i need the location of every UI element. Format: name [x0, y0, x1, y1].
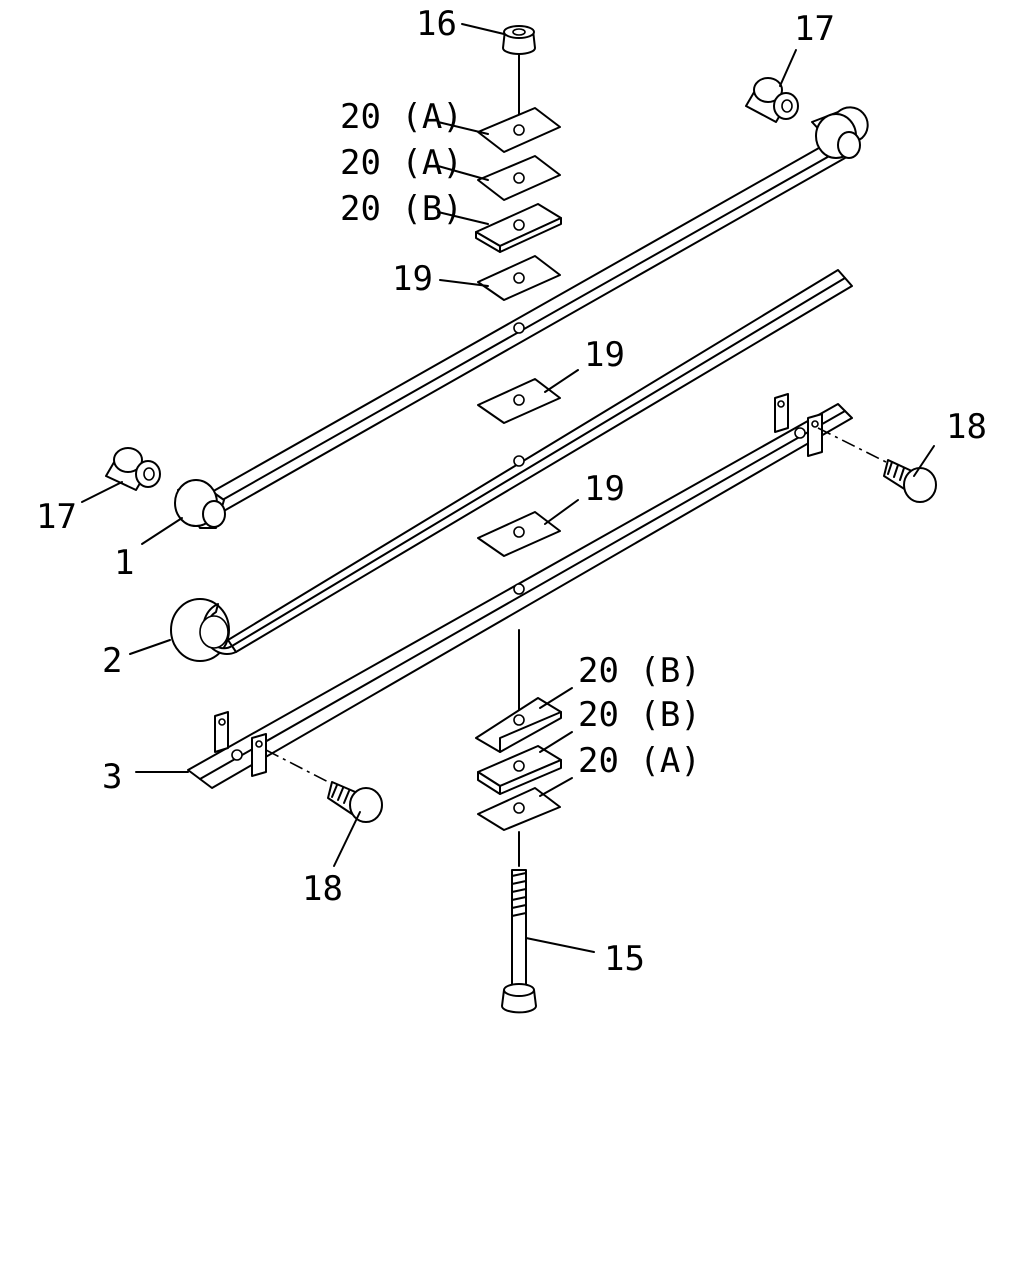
callout-20a-lower: 20 (A): [578, 741, 701, 781]
callout-19-middle: 19: [584, 335, 625, 375]
callout-17-top: 17: [794, 9, 835, 49]
callout-20a-upper-2: 20 (A): [340, 143, 463, 183]
spacer-20a-upper-2: [477, 155, 561, 201]
center-bolt-15: [501, 831, 537, 1014]
leaf-1: [174, 106, 869, 529]
leaf-3-clip-rear: [774, 393, 823, 457]
callout-3: 3: [102, 757, 122, 797]
bushing-17-left: [105, 447, 161, 491]
callout-20b-lower-1: 20 (B): [578, 651, 701, 691]
shim-19-upper: [477, 255, 561, 301]
leaf-3-clip-front: [214, 711, 267, 777]
leaf-1-eye-front: [174, 479, 226, 529]
callout-18-bottom: 18: [302, 869, 343, 909]
leaf-2-wrap-eye: [170, 598, 237, 662]
callout-20b-upper: 20 (B): [340, 189, 463, 229]
spacer-20b-upper: [475, 203, 562, 253]
callout-20b-lower-2: 20 (B): [578, 695, 701, 735]
nut-16: [502, 25, 536, 129]
leaf-1-eye-rear: [811, 106, 869, 159]
shim-19-lower: [477, 511, 561, 557]
spacer-20b-lower-2: [477, 745, 562, 795]
spacer-20a-lower: [477, 787, 561, 831]
leaf-2: [170, 269, 853, 662]
callout-18-right: 18: [946, 407, 987, 447]
callout-1: 1: [114, 543, 134, 583]
bolt-18-left: [265, 749, 383, 823]
leader-lines: [81, 23, 935, 953]
bushing-17-top: [745, 77, 799, 123]
callout-17-left: 17: [36, 497, 77, 537]
callout-16: 16: [416, 4, 457, 44]
callout-2: 2: [102, 641, 122, 681]
leaf-3: [187, 393, 853, 789]
callout-15: 15: [604, 939, 645, 979]
callout-19-upper: 19: [392, 259, 433, 299]
callout-19-lower: 19: [584, 469, 625, 509]
spacer-20a-upper-1: [477, 107, 561, 153]
shim-19-middle: [477, 378, 561, 424]
callout-20a-upper-1: 20 (A): [340, 97, 463, 137]
spacer-20b-lower-1: [475, 697, 562, 753]
bolt-18-right: [817, 427, 937, 503]
